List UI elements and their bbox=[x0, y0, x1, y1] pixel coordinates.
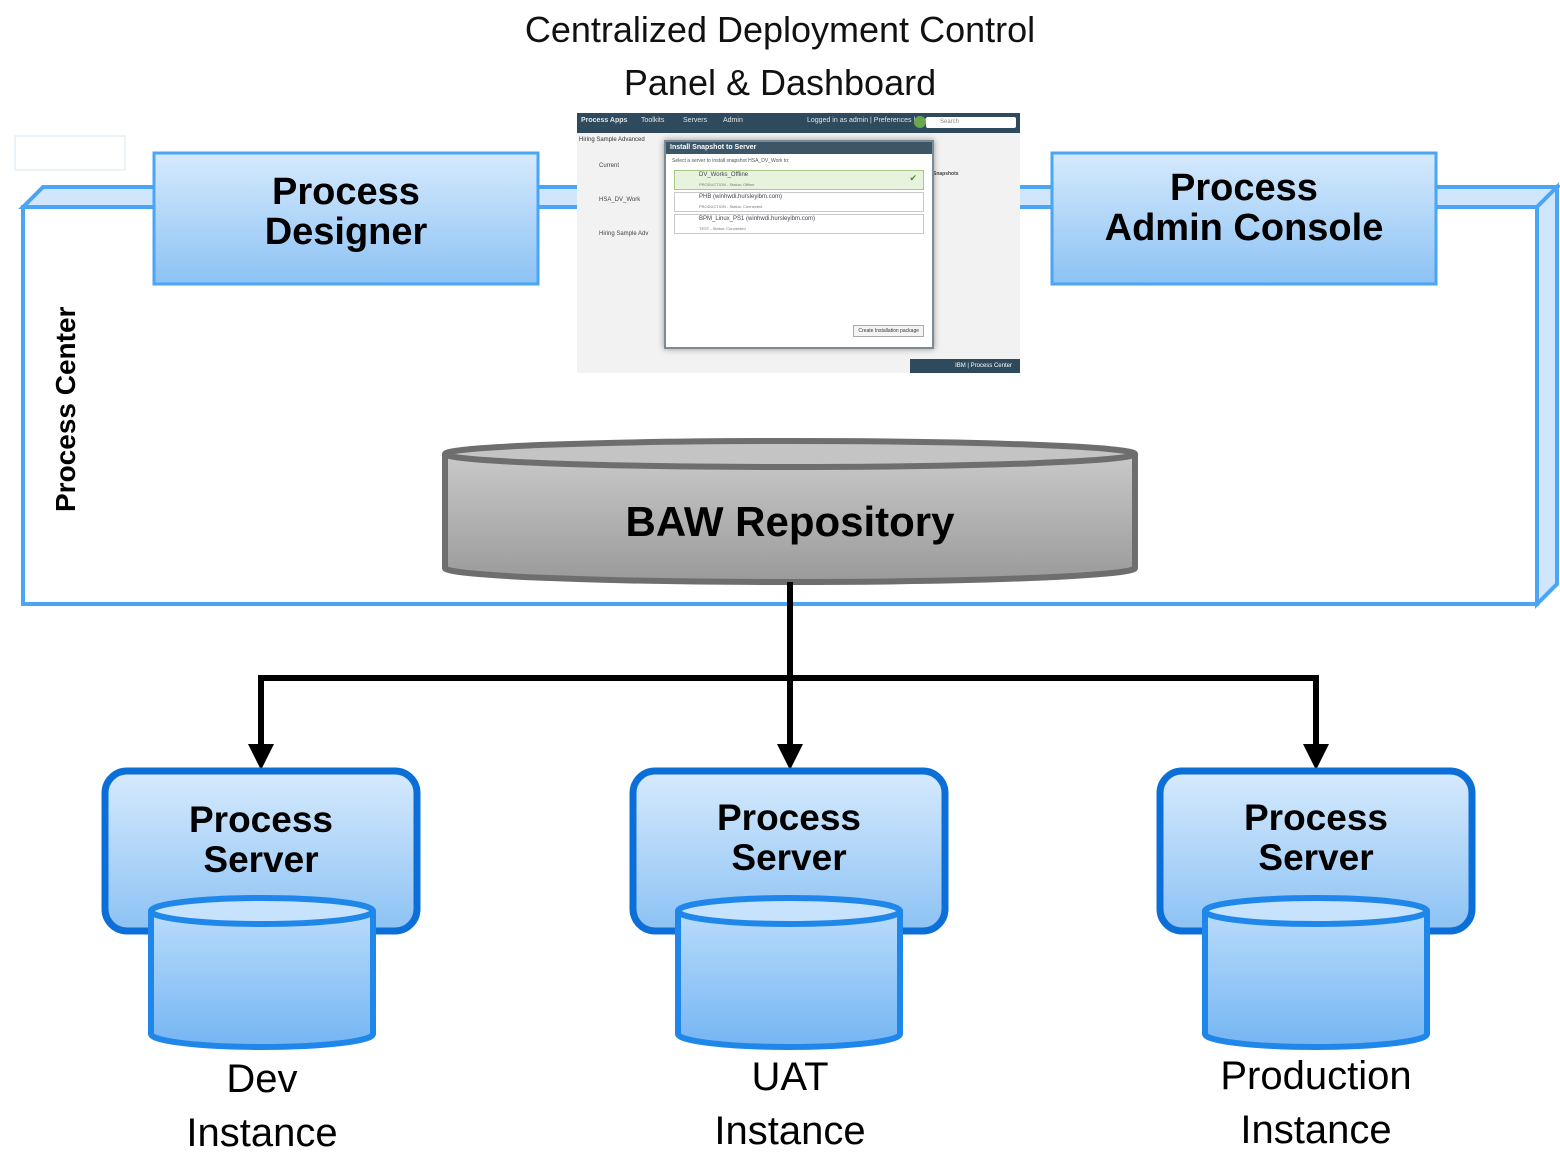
screenshot-footer: IBM | Process Center bbox=[910, 359, 1020, 373]
server-option[interactable]: DV_Works_Offline PRODUCTION - Status: Of… bbox=[674, 170, 924, 190]
snapshot-list: Current HSA_DV_Work Hiring Sample Adv bbox=[599, 163, 669, 265]
server-status: PRODUCTION - Status: Connected bbox=[699, 204, 763, 209]
diagram-title-line-2: Panel & Dashboard bbox=[623, 62, 937, 103]
arrow-dev bbox=[248, 744, 274, 770]
connector-lines bbox=[258, 582, 1319, 746]
server-status: TEST - Status: Connected bbox=[699, 226, 746, 231]
process-server-label-dev: Process Server bbox=[189, 799, 333, 880]
process-center-label: Process Center bbox=[50, 306, 81, 512]
server-name: BPM_Linux_PS1 (winhwdi.hursleyibm.com) bbox=[699, 216, 816, 222]
install-snapshot-dialog: Install Snapshot to Server Select a serv… bbox=[664, 140, 934, 349]
server-option[interactable]: PHB (winhwdi.hursleyibm.com) PRODUCTION … bbox=[674, 192, 924, 212]
database-cylinder-production bbox=[1202, 895, 1430, 1050]
list-item[interactable]: HSA_DV_Work bbox=[599, 197, 641, 203]
snapshots-help-panel: Snapshots bbox=[933, 171, 1013, 178]
server-option[interactable]: BPM_Linux_PS1 (winhwdi.hursleyibm.com) T… bbox=[674, 214, 924, 234]
arrow-production bbox=[1303, 744, 1329, 770]
list-item[interactable]: Hiring Sample Adv bbox=[599, 231, 649, 237]
screenshot-top-bar: Process Apps Toolkits Servers Admin Logg… bbox=[577, 113, 1020, 133]
process-designer-box[interactable] bbox=[152, 151, 540, 286]
process-designer-label: Process Designer bbox=[264, 171, 428, 253]
uat-instance-label: UAT Instance bbox=[714, 1055, 866, 1153]
diagram-title-line-1: Centralized Deployment Control bbox=[524, 9, 1036, 50]
server-name: DV_Works_Offline bbox=[699, 172, 749, 178]
help-icon[interactable] bbox=[914, 116, 926, 128]
server-name: PHB (winhwdi.hursleyibm.com) bbox=[699, 194, 783, 200]
server-status: PRODUCTION - Status: Offline bbox=[699, 182, 755, 187]
baw-repository-label: BAW Repository bbox=[625, 498, 955, 545]
dialog-subtitle: Select a server to install snapshot HSA_… bbox=[672, 158, 790, 164]
process-admin-console-label: Process Admin Console bbox=[1104, 167, 1384, 249]
checkmark-icon: ✔ bbox=[909, 173, 917, 183]
empty-placeholder-box bbox=[14, 135, 126, 171]
process-server-label-uat: Process Server bbox=[717, 797, 861, 878]
process-server-label-production: Process Server bbox=[1244, 797, 1388, 878]
dialog-title: Install Snapshot to Server bbox=[666, 142, 932, 154]
database-cylinder-uat bbox=[675, 895, 903, 1050]
dev-instance-label: Dev Instance bbox=[186, 1057, 338, 1155]
tab-servers[interactable]: Servers bbox=[683, 117, 708, 124]
production-instance-label: Production Instance bbox=[1220, 1054, 1412, 1152]
process-admin-console-box[interactable] bbox=[1050, 151, 1438, 286]
search-input[interactable]: Search bbox=[926, 117, 1016, 128]
list-item[interactable]: Current bbox=[599, 163, 620, 169]
baw-repository-cylinder bbox=[442, 438, 1138, 585]
tab-process-apps[interactable]: Process Apps bbox=[581, 117, 628, 124]
tab-admin[interactable]: Admin bbox=[723, 117, 743, 124]
arrow-uat bbox=[777, 744, 803, 770]
breadcrumb[interactable]: Hiring Sample Advanced bbox=[579, 137, 645, 143]
create-installation-package-button[interactable]: Create Installation package bbox=[853, 325, 924, 337]
arrow-heads bbox=[248, 744, 1329, 770]
snapshots-heading: Snapshots bbox=[933, 171, 959, 177]
process-center-screenshot: Process Apps Toolkits Servers Admin Logg… bbox=[577, 113, 1020, 373]
tab-toolkits[interactable]: Toolkits bbox=[641, 117, 665, 124]
user-links[interactable]: Logged in as admin | Preferences | Logou… bbox=[807, 117, 939, 124]
database-cylinder-dev bbox=[148, 895, 376, 1050]
